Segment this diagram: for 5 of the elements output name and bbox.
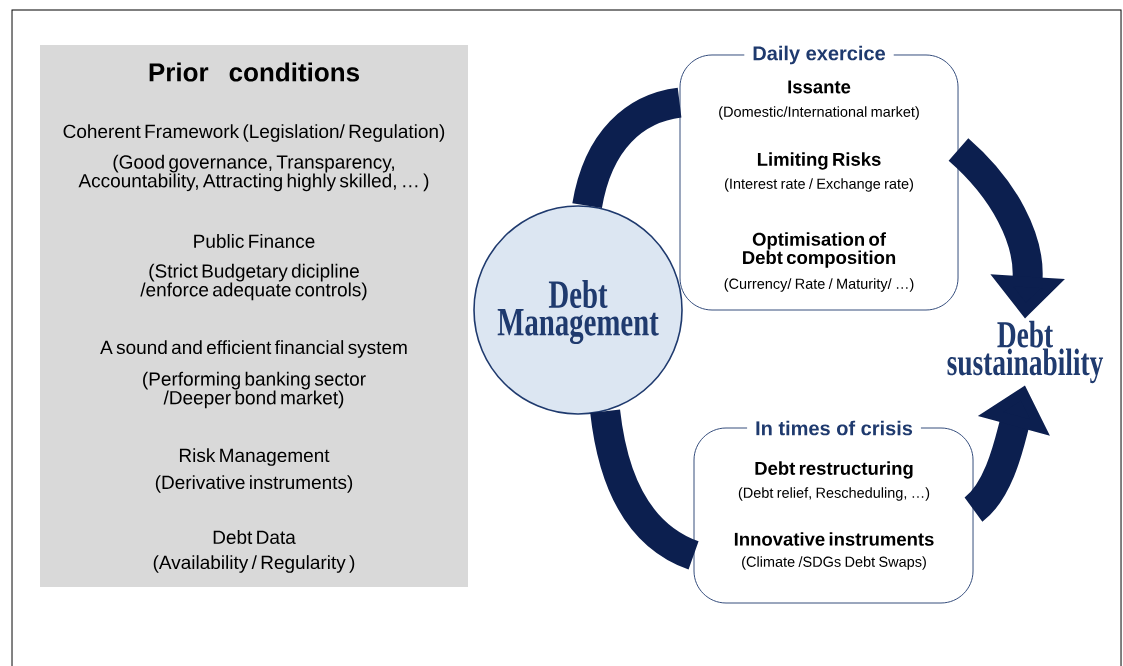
rounded-box: In times of crisis Debt restructuring (Debt relief, Rescheduling, …) Innovative instruments (Climate /SDGs Debt Swaps) bbox=[693, 418, 974, 604]
outcome-text: Debt sustainability bbox=[947, 320, 1104, 384]
conditions-panel: Prior conditions Coherent Framework (Legislation/ Regulation) (Good governance, Transparency, Accountability, Attracting highly skilled, … ) Public Finance (Strict Budgetary dicipline /enforce adequate controls) A sound and efficient financial system (Performing banking sector /Deeper bond market) Risk Management (Derivative instruments) Debt Data (Availability / Regularity ) bbox=[40, 45, 468, 587]
circle-node: Debt Management bbox=[473, 205, 683, 415]
rounded-box: Daily exercice Issante (Domestic/International market) Limiting Risks (Interest rate / Exchange rate) Optimisation of Debt composition (Currency/ Rate / Maturity/ …) bbox=[679, 43, 959, 311]
